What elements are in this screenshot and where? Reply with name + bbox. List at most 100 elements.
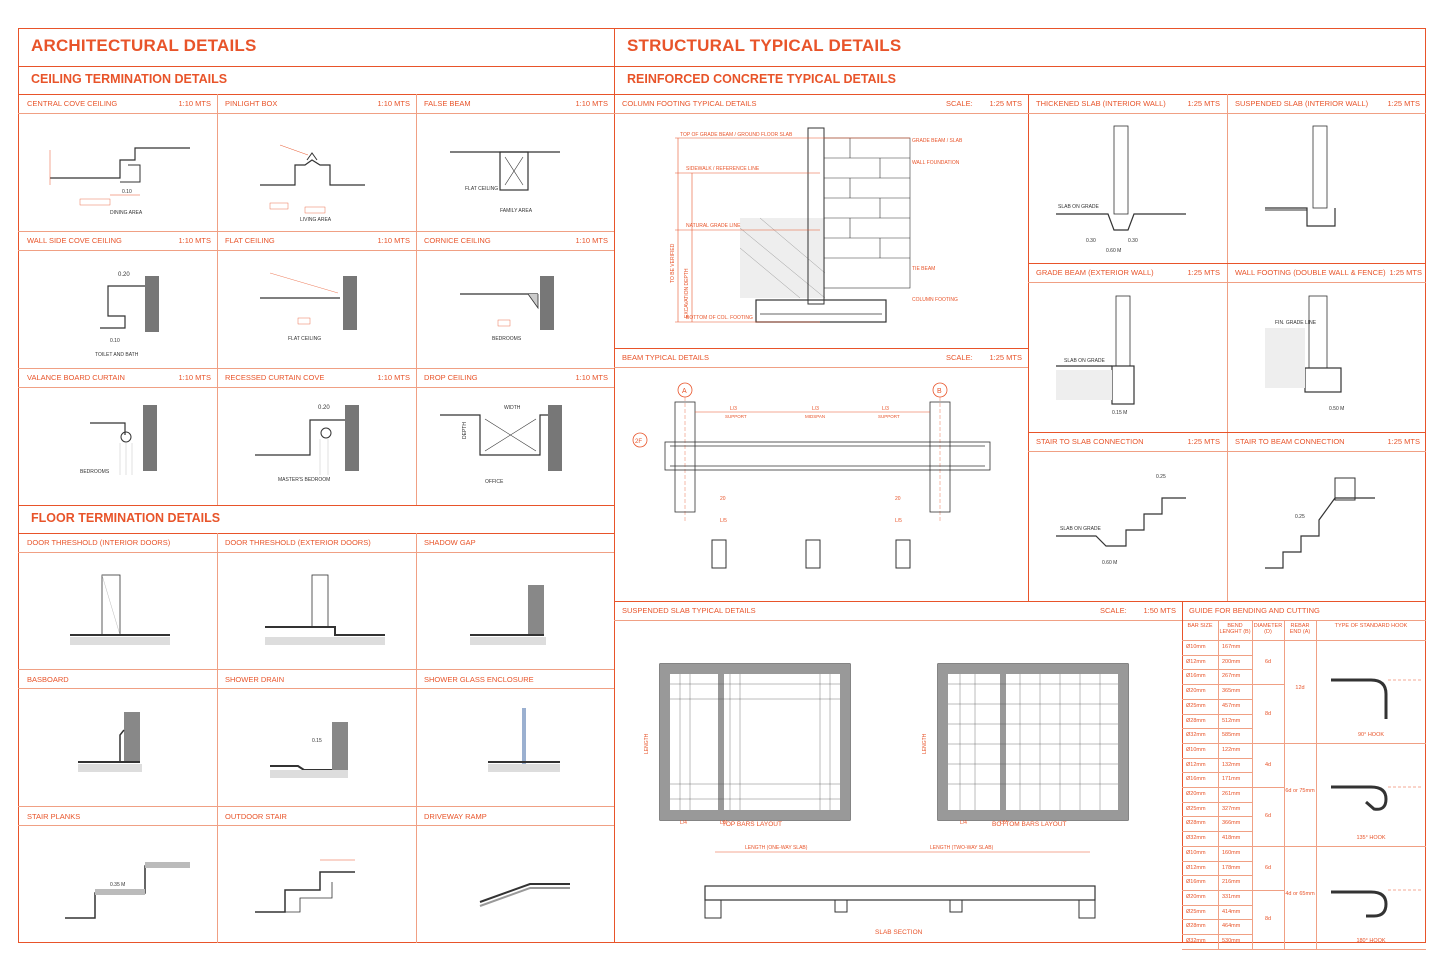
panel-scale: 1:50 MTS [1143, 606, 1176, 615]
dim-label: 0.15 [312, 738, 322, 744]
table-header: DIAMETER (D) [1253, 623, 1283, 635]
panel-scale: 1:25 MTS [1187, 99, 1220, 108]
column-label: NATURAL GRADE LINE [686, 223, 741, 229]
panel-title: CORNICE CEILING [424, 236, 491, 245]
scale-word: SCALE: [946, 99, 973, 108]
panel-scale: 1:25 MTS [989, 353, 1022, 362]
bend-length-cell: 457mm [1222, 702, 1241, 709]
bottom-bars-caption: BOTTOM BARS LAYOUT [992, 821, 1067, 828]
dim-label: 0.20 [118, 272, 130, 278]
grid-line [217, 94, 218, 505]
grid-label: A [682, 388, 687, 395]
bar-size-cell: Ø25mm [1186, 908, 1206, 915]
table-rule [1182, 875, 1252, 877]
hook-drawing [1331, 678, 1421, 719]
table-rule [1182, 919, 1252, 921]
grid-line [18, 113, 614, 114]
small-label: SLAB ON GRADE [1060, 526, 1102, 532]
table-rule [1182, 728, 1252, 730]
column-label: BOTTOM OF COL. FOOTING [686, 315, 753, 321]
table-rule [1182, 816, 1252, 818]
bend-length-cell: 331mm [1222, 893, 1241, 900]
grid-line [614, 113, 1426, 114]
drop-ceiling-drawing: WIDTH DEPTH OFFICE [440, 405, 562, 485]
bend-length-cell: 366mm [1222, 820, 1241, 827]
table-rule [1182, 713, 1252, 715]
panel-title: PINLIGHT BOX [225, 99, 278, 108]
table-rule [1182, 845, 1426, 847]
bar-size-cell: Ø28mm [1186, 923, 1206, 930]
small-label: SLAB ON GRADE [1058, 204, 1100, 210]
panel-title: DOOR THRESHOLD (INTERIOR DOORS) [27, 538, 171, 547]
beam-dim: L/3 [730, 406, 737, 412]
column-label: WALL FOUNDATION [912, 160, 960, 166]
bar-size-cell: Ø16mm [1186, 673, 1206, 680]
panel-title: STAIR TO SLAB CONNECTION [1036, 437, 1144, 446]
panel-title: SUSPENDED SLAB (INTERIOR WALL) [1235, 99, 1369, 108]
table-rule [1182, 757, 1252, 759]
door-threshold-interior-drawing [70, 574, 170, 645]
small-label: 0.15 M [1112, 410, 1127, 416]
slab-dim: LENGTH [922, 733, 928, 754]
diameter-cell: 6d [1264, 659, 1272, 666]
small-label: 0.60 M [1102, 560, 1117, 566]
column-footing-drawing: TOP OF GRADE BEAM / GROUND FLOOR SLAB SI… [670, 127, 963, 323]
panel-scale: 1:10 MTS [178, 373, 211, 382]
panel-title: THICKENED SLAB (INTERIOR WALL) [1036, 99, 1166, 108]
bend-length-cell: 585mm [1222, 732, 1241, 739]
panel-title: FALSE BEAM [424, 99, 471, 108]
dim-label: DEPTH [462, 422, 468, 439]
grid-line [1028, 282, 1426, 283]
slab-dim: LENGTH [644, 733, 650, 754]
bend-length-cell: 530mm [1222, 938, 1241, 944]
panel-title: STAIR TO BEAM CONNECTION [1235, 437, 1345, 446]
grid-line [416, 533, 417, 943]
bar-size-cell: Ø28mm [1186, 820, 1206, 827]
beam-drawing: A B 2F L/3 L/3 L/3 SUPPORT MIDSPAN SUPPO… [632, 382, 991, 569]
panel-title: DOOR THRESHOLD (EXTERIOR DOORS) [225, 538, 371, 547]
sheet-frame [18, 28, 1426, 943]
panel-scale: 1:25 MTS [1387, 99, 1420, 108]
beam-dim: SUPPORT [725, 414, 747, 419]
grid-line [416, 94, 417, 505]
grid-line [18, 825, 614, 826]
room-label: FLAT CEILING [288, 336, 321, 342]
table-rule [1252, 787, 1284, 788]
slab-dim: LENGTH (ONE-WAY SLAB) [745, 845, 808, 851]
bar-size-cell: Ø25mm [1186, 805, 1206, 812]
floor-termination-title: FLOOR TERMINATION DETAILS [31, 511, 221, 525]
table-rule [1182, 742, 1426, 744]
grid-line [614, 601, 1426, 602]
slab-dim: L/2 [1000, 820, 1007, 826]
small-label: 0.60 M [1106, 248, 1121, 254]
beam-dim: L/3 [812, 406, 819, 412]
stair-slab-drawing: SLAB ON GRADE 0.25 0.60 M [1056, 474, 1186, 566]
slab-dim: L/2 [720, 820, 727, 826]
bend-length-cell: 132mm [1222, 761, 1241, 768]
table-rule [1182, 889, 1252, 891]
panel-title: DRIVEWAY RAMP [424, 812, 487, 821]
column-label: TO BE VERIFIED [670, 243, 676, 283]
table-rule [1182, 860, 1252, 862]
panel-title: BASBOARD [27, 675, 69, 684]
outdoor-stair-drawing [255, 859, 355, 913]
room-label: DINING AREA [110, 210, 143, 216]
bar-size-cell: Ø12mm [1186, 864, 1206, 871]
grid-line [18, 387, 614, 388]
bar-size-cell: Ø10mm [1186, 644, 1206, 650]
rebar-end-cell: 6d or 75mm [1285, 788, 1315, 795]
bend-length-cell: 418mm [1222, 835, 1241, 842]
bar-size-cell: Ø32mm [1186, 938, 1206, 944]
grid-line [1227, 94, 1228, 602]
table-rule [1182, 684, 1252, 686]
diameter-cell: 8d [1264, 710, 1272, 717]
diameter-cell: 6d [1264, 864, 1272, 871]
panel-scale: 1:10 MTS [575, 236, 608, 245]
table-header: REBAR END (A) [1289, 623, 1311, 635]
hook-drawing [1331, 889, 1421, 918]
suspended-slab-drawing: L/2 L/2 L/4 L/4 LENGTH LENGTH TOP BARS L… [644, 663, 1129, 936]
shower-drain-drawing: 0.15 [270, 722, 348, 778]
bar-size-cell: Ø10mm [1186, 746, 1206, 753]
panel-scale: 1:10 MTS [575, 99, 608, 108]
